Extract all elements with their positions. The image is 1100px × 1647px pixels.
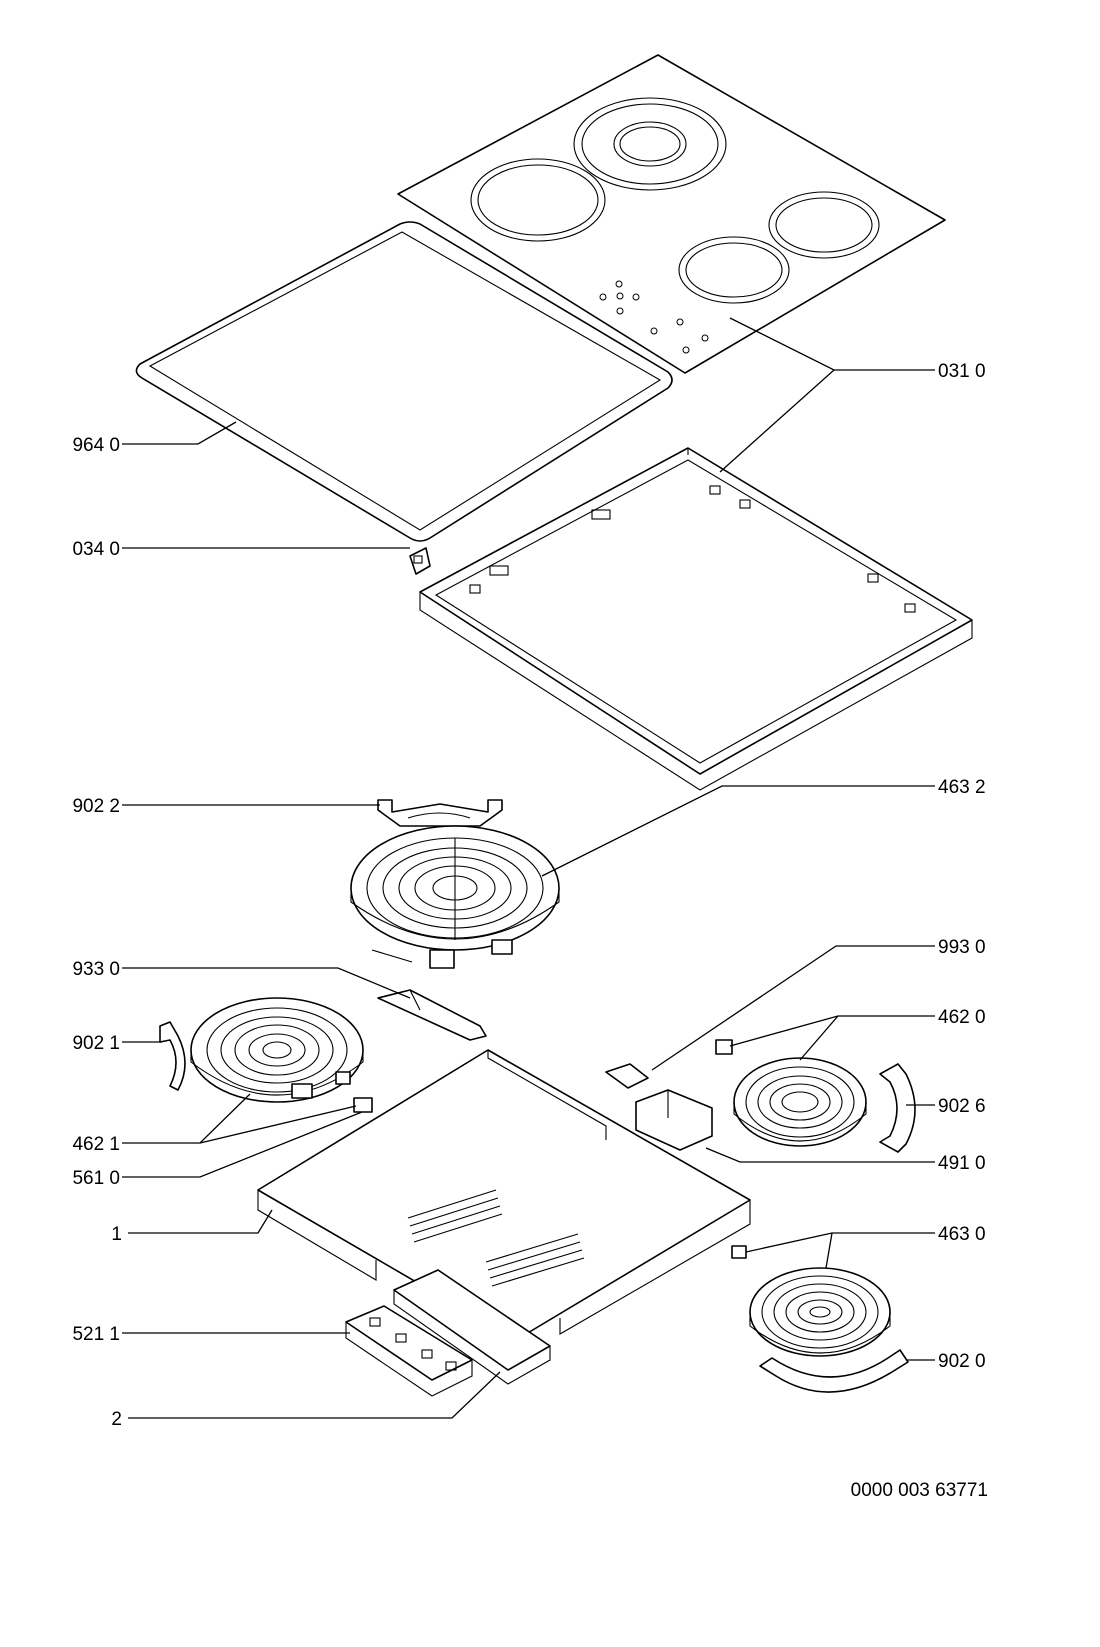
label-561-0: 561 0 xyxy=(72,1168,120,1189)
leader-lines xyxy=(122,317,935,1419)
terminal-463-0-part xyxy=(731,1245,747,1259)
radiant-element-462-0-part xyxy=(733,1057,867,1147)
label-993-0: 993 0 xyxy=(938,937,986,958)
document-number: 0000 003 63771 xyxy=(851,1480,988,1501)
radiant-element-463-0-part xyxy=(749,1267,891,1357)
label-933-0: 933 0 xyxy=(72,959,120,980)
frame-part xyxy=(419,447,973,791)
switch-block-521-1-part xyxy=(345,1305,473,1397)
label-902-1: 902 1 xyxy=(72,1033,120,1054)
radiant-element-463-2-part xyxy=(350,825,560,969)
regulator-491-0-part xyxy=(635,1089,713,1151)
bracket-902-0-part xyxy=(759,1349,909,1393)
clip-993-0-part xyxy=(605,1063,649,1089)
gasket-seal-part xyxy=(135,221,673,542)
label-034-0: 034 0 xyxy=(72,539,120,560)
label-462-1: 462 1 xyxy=(72,1134,120,1155)
label-521-1: 521 1 xyxy=(72,1324,120,1345)
label-462-0: 462 0 xyxy=(938,1007,986,1028)
label-031-0: 031 0 xyxy=(938,361,986,382)
bracket-902-1-part xyxy=(159,1021,186,1091)
label-964-0: 964 0 xyxy=(72,435,120,456)
bracket-902-6-part xyxy=(879,1063,916,1153)
label-463-2: 463 2 xyxy=(938,777,986,798)
terminal-462-0-part xyxy=(715,1039,733,1055)
control-channel-2-part xyxy=(393,1269,551,1385)
label-463-0: 463 0 xyxy=(938,1224,986,1245)
label-902-0: 902 0 xyxy=(938,1351,986,1372)
glass-cooktop-part xyxy=(397,54,946,374)
label-491-0: 491 0 xyxy=(938,1153,986,1174)
rod-933-0-part xyxy=(377,989,487,1041)
radiant-element-462-1-part xyxy=(190,997,364,1103)
label-902-2: 902 2 xyxy=(72,796,120,817)
clip-part xyxy=(409,547,431,575)
part-labels: 031 0 964 0 034 0 902 2 463 2 933 0 993 … xyxy=(72,361,988,1501)
label-2: 2 xyxy=(111,1409,122,1430)
label-1: 1 xyxy=(111,1224,122,1245)
terminal-561-0-part xyxy=(353,1097,373,1113)
bracket-902-2-part xyxy=(377,799,503,827)
label-902-6: 902 6 xyxy=(938,1096,986,1117)
